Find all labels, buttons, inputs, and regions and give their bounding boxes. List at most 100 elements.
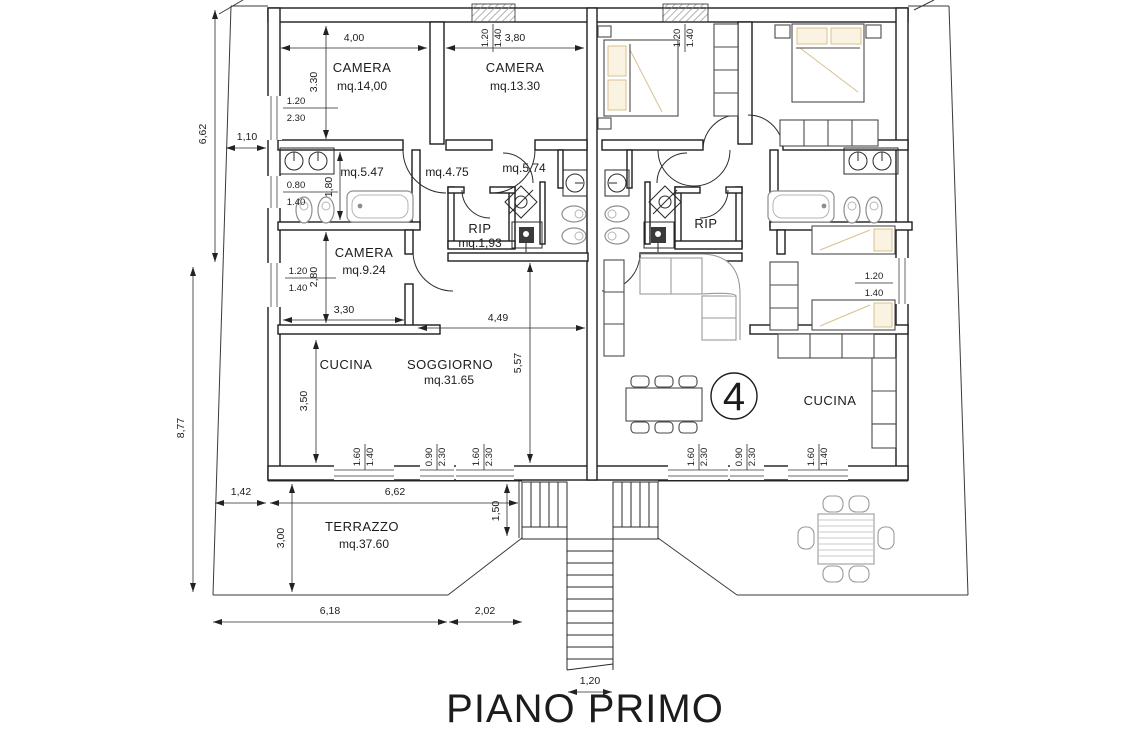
- dim-window: 1.40: [865, 288, 884, 299]
- dim-window: 2.30: [287, 113, 306, 124]
- room-labels: CAMERA mq.14,00 CAMERA mq.13.30 mq.5.47 …: [320, 60, 857, 551]
- nightstand: [597, 25, 612, 38]
- dim-window: 1.20: [287, 96, 306, 107]
- twin-beds: [811, 225, 896, 331]
- dim-window: 1.20: [865, 271, 884, 282]
- dim-window: 1.60: [806, 448, 817, 467]
- landing-step: [612, 526, 659, 540]
- dim-window: 2.30: [437, 448, 448, 467]
- outdoor-chair: [848, 495, 870, 513]
- plan-title: PIANO PRIMO: [446, 687, 724, 730]
- bathroom2-right: [604, 169, 682, 252]
- bathroom1-right: [767, 147, 899, 224]
- kitchen-counter-right: [777, 333, 897, 449]
- room-soggiorno-area: mq.31.65: [424, 373, 474, 387]
- bidet-icon: [865, 196, 883, 224]
- room-cucina-left-name: CUCINA: [320, 357, 373, 372]
- dim-window: 1.40: [287, 197, 306, 208]
- dim-terrace-gap: 1,42: [231, 486, 252, 498]
- dim-camera1-width: 4,00: [344, 32, 365, 44]
- windows-bottom-wall: [334, 464, 848, 480]
- balcony-opening-left: [471, 3, 516, 23]
- dim-soggiorno-width: 4,49: [488, 312, 509, 324]
- right-unit-furniture: [597, 23, 897, 449]
- dining-table: [625, 375, 703, 434]
- door-arcs: [402, 114, 784, 292]
- stairs: [268, 480, 908, 671]
- unit-number: 4: [723, 375, 745, 419]
- bidet-icon: [317, 196, 335, 224]
- stair-run: [566, 527, 614, 671]
- sofa-l-shape: [639, 253, 741, 341]
- dim-terrace-depth: 3,00: [275, 528, 287, 549]
- dim-window: 1.40: [289, 283, 308, 294]
- dim-window: 1.40: [685, 29, 696, 48]
- room-cucina-right-name: CUCINA: [804, 393, 857, 408]
- room-camera1-name: CAMERA: [333, 60, 392, 75]
- room-terrazzo-area: mq.37.60: [339, 537, 389, 551]
- dim-window: 1.60: [352, 448, 363, 467]
- toilet-icon: [561, 205, 587, 223]
- bidet-icon: [604, 227, 630, 245]
- dim-window: 1.40: [365, 448, 376, 467]
- sink-counter: [279, 147, 335, 175]
- room-rip-right-name: RIP: [694, 216, 717, 231]
- shower-icon: [648, 185, 682, 219]
- cabinet-column: [603, 259, 625, 357]
- railing-left: [521, 481, 568, 528]
- dimension-labels: 4,00 3,80 3.30 6,62 8,77 1,10 1,80 2,80 …: [175, 29, 883, 687]
- balcony-opening-right: [662, 3, 709, 23]
- landing-step: [521, 526, 568, 540]
- bathtub-icon: [346, 190, 414, 223]
- sink-icon: [607, 173, 627, 193]
- window-right-wall: [894, 258, 910, 304]
- outdoor-chair: [877, 526, 895, 550]
- closet-row-room-b: [779, 119, 879, 147]
- dim-window: 2.30: [699, 448, 710, 467]
- dim-window: 2.30: [747, 448, 758, 467]
- dim-cucina-height: 3,50: [298, 391, 310, 412]
- wall-party: [586, 7, 598, 481]
- room-rip-left-name: RIP: [468, 221, 491, 236]
- room-camera1-area: mq.14,00: [337, 79, 387, 93]
- bathtub-icon: [767, 190, 835, 223]
- toilet-icon: [843, 196, 861, 224]
- outdoor-chair: [822, 495, 844, 513]
- bidet-icon: [561, 227, 587, 245]
- washing-machine-icon: [643, 221, 675, 252]
- window-openings: [266, 3, 910, 480]
- dim-terrace-width: 6,62: [385, 486, 406, 498]
- nightstand: [865, 24, 882, 39]
- dim-window: 1.20: [289, 266, 308, 277]
- room-rip-left-area: mq.1,93: [458, 236, 502, 250]
- wall-left: [267, 7, 281, 481]
- dim-lot-bottom-right: 2,02: [475, 605, 496, 617]
- closet-column-room-a: [713, 23, 739, 117]
- dim-setback: 1,10: [237, 131, 258, 143]
- bathroom1-left: [279, 147, 414, 224]
- railing-right: [612, 481, 659, 528]
- dim-window: 1.60: [686, 448, 697, 467]
- dim-lot-bottom-left: 6,18: [320, 605, 341, 617]
- washing-machine-icon: [511, 221, 543, 252]
- room-camera2-name: CAMERA: [486, 60, 545, 75]
- unit-number-badge: 4: [710, 372, 758, 420]
- dim-left-upper: 6,62: [197, 124, 209, 145]
- outdoor-chair: [797, 526, 815, 550]
- dim-left-lower: 8,77: [175, 418, 187, 439]
- dim-soggiorno-height: 5,57: [512, 353, 524, 374]
- dim-camera1-height: 3.30: [308, 72, 320, 93]
- dim-window: 2.30: [484, 448, 495, 467]
- room-disimpegno-area: mq.4.75: [425, 165, 469, 179]
- outdoor-table-set: [797, 495, 895, 583]
- dim-landing-depth: 1,50: [490, 501, 502, 522]
- sink-counter: [562, 169, 588, 197]
- closet-twin-room: [769, 261, 799, 331]
- plot-boundary: [212, 0, 969, 596]
- dim-window: 1.60: [471, 448, 482, 467]
- double-bed-horizontal: [774, 23, 882, 103]
- bathroom2-left: [504, 169, 588, 252]
- dim-window: 1.40: [819, 448, 830, 467]
